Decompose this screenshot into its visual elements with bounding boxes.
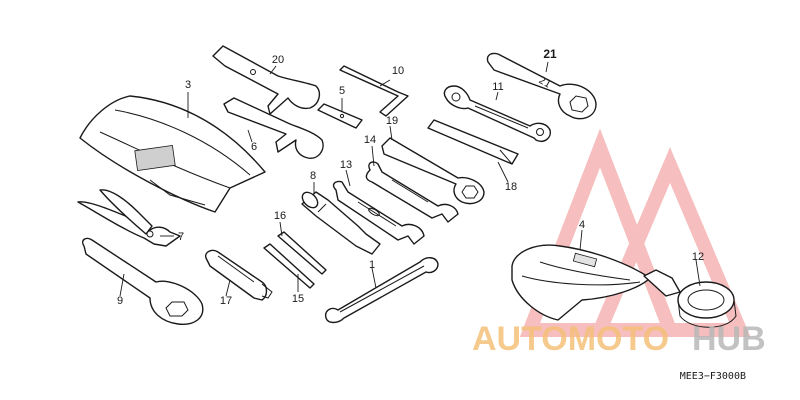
callout-6: 6 xyxy=(251,141,257,153)
open-wrench-14 xyxy=(365,161,459,223)
callout-19: 19 xyxy=(386,115,398,127)
hook-spanner xyxy=(82,237,204,325)
callout-20: 20 xyxy=(272,54,284,66)
small-bar xyxy=(317,103,363,129)
extension-bar xyxy=(301,191,381,255)
callout-14: 14 xyxy=(364,134,376,146)
open-wrench-13 xyxy=(332,180,425,245)
callout-18: 18 xyxy=(505,181,517,193)
flat-bar xyxy=(427,119,519,165)
callout-15: 15 xyxy=(292,293,304,305)
callout-3: 3 xyxy=(185,79,191,91)
pin-spanner xyxy=(212,45,321,115)
callout-5: 5 xyxy=(339,85,345,97)
watermark-part1: AUTOMOTO xyxy=(472,320,669,358)
pliers xyxy=(77,189,181,247)
screwdriver-bit-15 xyxy=(263,243,315,289)
callout-7: 7 xyxy=(178,231,184,243)
callout-16: 16 xyxy=(274,210,286,222)
svg-text:21: 21 xyxy=(537,75,553,91)
watermark-text: AUTOMOTO HUB xyxy=(472,320,766,358)
callout-21: 21 xyxy=(543,47,557,61)
callout-labels: 1 3 4 5 6 7 8 9 10 11 12 13 14 15 16 17 … xyxy=(117,47,704,307)
screwdriver-handle xyxy=(205,249,273,301)
callout-11: 11 xyxy=(492,81,503,93)
pouch xyxy=(511,244,651,321)
watermark-logo-icon xyxy=(519,128,751,337)
watermark-part2: HUB xyxy=(692,320,766,358)
callout-10: 10 xyxy=(392,65,404,77)
tool-bag xyxy=(79,95,266,213)
callout-13: 13 xyxy=(340,159,352,171)
callout-9: 9 xyxy=(117,295,123,307)
wire-rope xyxy=(324,257,439,324)
callout-12: 12 xyxy=(692,251,704,263)
screwdriver-bit-16 xyxy=(277,231,327,275)
pin-spanner-2 xyxy=(223,97,324,159)
callout-1: 1 xyxy=(369,259,375,271)
tape-roll xyxy=(643,269,737,328)
callout-17: 17 xyxy=(220,295,232,307)
hex-key xyxy=(339,65,409,117)
diagram-code: MEE3−F3000B xyxy=(680,371,746,382)
leader-lines xyxy=(119,61,701,297)
ring-spanner: 21 xyxy=(486,52,597,120)
box-wrench-19 xyxy=(381,137,485,205)
callout-4: 4 xyxy=(579,219,585,231)
callout-8: 8 xyxy=(310,170,316,182)
double-box-wrench xyxy=(443,85,551,142)
